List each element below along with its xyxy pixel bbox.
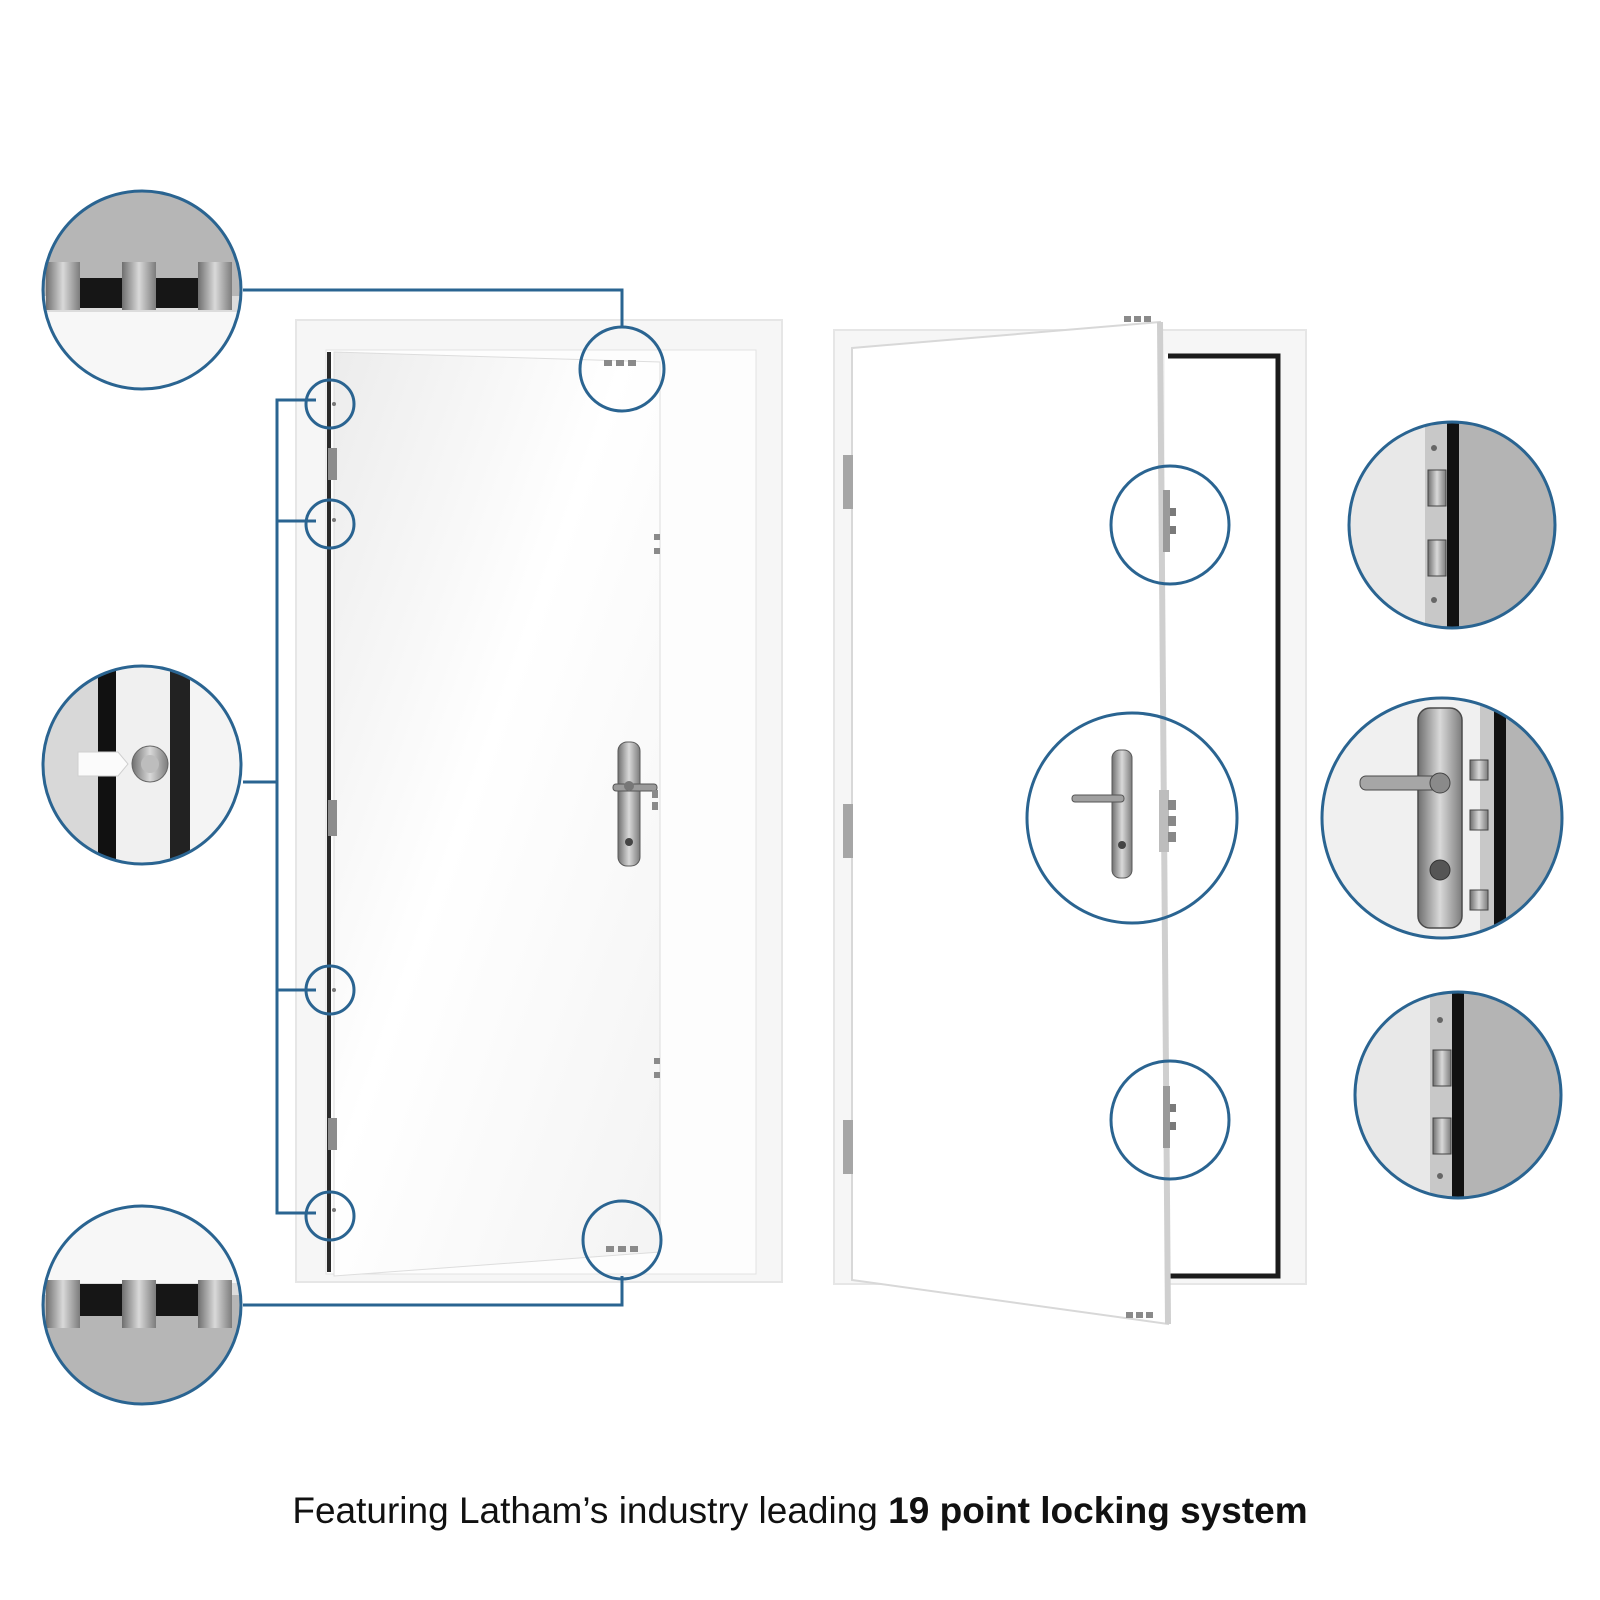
hinge-bolt-icon — [843, 455, 853, 509]
marker-hinge-bolt-1 — [304, 378, 356, 430]
right-door-assembly — [833, 316, 1307, 1326]
caption: Featuring Latham’s industry leading 19 p… — [0, 1490, 1600, 1532]
marker-handle-lock — [1025, 711, 1239, 925]
left-door-leaf — [333, 351, 661, 1277]
cylinder-icon — [625, 838, 633, 846]
left-door-assembly — [295, 319, 783, 1283]
zoom-upper-lock — [1347, 420, 1557, 630]
marker-lower-lock — [1109, 1059, 1231, 1181]
lock-bolt-icon — [1163, 1086, 1170, 1148]
marker-circles — [304, 325, 1239, 1281]
marker-top-bolts — [578, 325, 666, 413]
right-handle-icon — [1071, 749, 1176, 879]
marker-upper-lock — [1109, 464, 1231, 586]
cylinder-icon — [1429, 859, 1451, 881]
left-handle-icon — [612, 741, 658, 867]
lock-bolt-icon — [1163, 490, 1170, 552]
right-door-opening — [1165, 354, 1281, 1278]
hinge-bolt-icon — [328, 800, 337, 836]
zoom-top-bolts — [41, 189, 243, 391]
hinge-bolt-icon — [328, 448, 337, 480]
hinge-bolt-icon — [843, 804, 853, 858]
zoom-bottom-bolts — [41, 1204, 243, 1406]
zoom-hinge-bolt — [41, 664, 243, 866]
zoom-lower-lock — [1353, 990, 1563, 1200]
marker-bottom-bolts — [581, 1199, 663, 1281]
hinge-bolt-icon — [328, 1118, 337, 1150]
marker-hinge-bolt-3 — [304, 964, 356, 1016]
callout-lines — [243, 288, 624, 1307]
zoom-handle-lock — [1320, 696, 1564, 940]
marker-hinge-bolt-4 — [304, 1190, 356, 1242]
cylinder-icon — [1118, 841, 1126, 849]
caption-emphasis: 19 point locking system — [888, 1490, 1308, 1531]
caption-lead: Featuring Latham’s industry leading — [292, 1490, 889, 1531]
marker-hinge-bolt-2 — [304, 498, 356, 550]
hinge-bolt-icon — [843, 1120, 853, 1174]
